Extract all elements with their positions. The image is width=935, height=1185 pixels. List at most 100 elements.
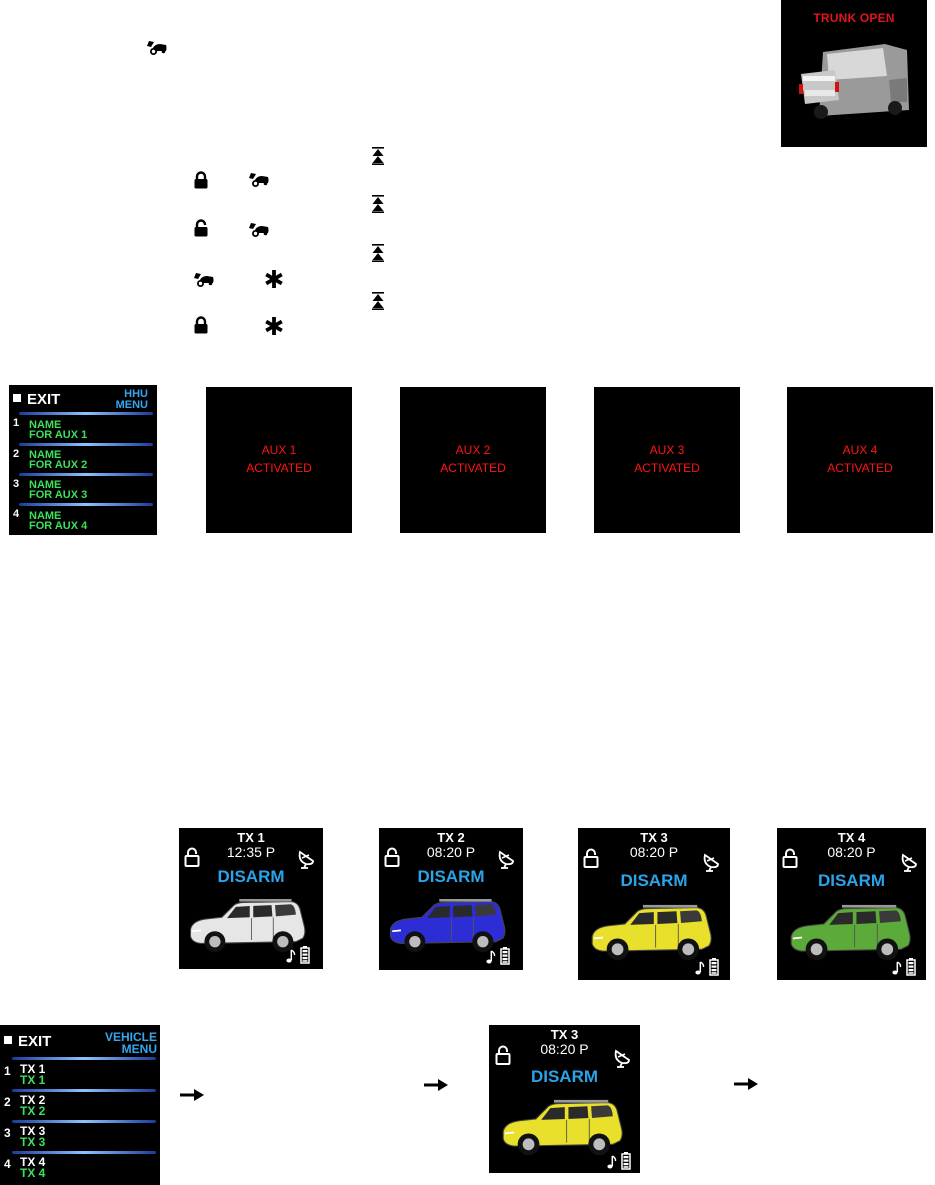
menu-item-number: 2 [13, 448, 20, 460]
menu-exit-button[interactable]: EXIT [4, 1033, 51, 1050]
menu-item-line2: TX 4 [20, 1166, 46, 1180]
trunk-icon [193, 271, 215, 287]
arm-status: DISARM [417, 867, 485, 886]
double-up-arrow-icon [372, 195, 384, 213]
satellite-dish-icon [702, 852, 720, 872]
menu-title: HHU MENU [116, 389, 148, 411]
menu-exit-label: EXIT [18, 1033, 52, 1050]
menu-title-line2: MENU [121, 1042, 157, 1056]
menu-exit-label: EXIT [27, 391, 61, 408]
right-arrow-icon [733, 1076, 759, 1092]
menu-separator [19, 473, 153, 476]
menu-item-number: 3 [13, 478, 20, 490]
music-note-icon [607, 1155, 617, 1169]
suv-image [187, 898, 309, 954]
trunk-icon [248, 221, 270, 237]
lock-icon [193, 316, 209, 334]
hhu-menu-screen: EXIT HHU MENU 1 NAME FOR AUX 1 2 NAME FO… [9, 385, 157, 535]
aux-name: AUX 3 [649, 443, 685, 457]
aux-name: AUX 1 [261, 443, 297, 457]
menu-item-line2: TX 3 [20, 1135, 46, 1149]
menu-item-line2: TX 2 [20, 1104, 46, 1118]
battery-icon [300, 946, 310, 964]
suv-rear-image [799, 44, 909, 119]
menu-item-line1: NAME [29, 419, 62, 431]
selected-vehicle-status-screen: TX 3 08:20 P DISARM [489, 1025, 640, 1173]
menu-item-number: 2 [4, 1095, 11, 1109]
suv-image [588, 904, 716, 962]
tx-3-status-screen: TX 3 08:20 P DISARM [578, 828, 730, 980]
arm-status: DISARM [217, 867, 285, 886]
unlock-icon [583, 848, 599, 868]
menu-title-line1: VEHICLE [104, 1030, 157, 1044]
menu-separator [12, 1120, 156, 1123]
menu-item-line1: TX 4 [20, 1155, 46, 1169]
tx-4-status-screen: TX 4 08:20 P DISARM [777, 828, 926, 980]
menu-separator [12, 1089, 156, 1092]
menu-item-line2: FOR AUX 4 [29, 520, 88, 532]
right-arrow-icon [423, 1077, 449, 1093]
clock-time: 12:35 P [226, 844, 276, 860]
menu-exit-button[interactable]: EXIT [13, 391, 60, 408]
tx-label: TX 4 [837, 830, 866, 845]
aux-2-activated-screen: AUX 2 ACTIVATED [400, 387, 546, 533]
aux-activated-text: AUX 3 ACTIVATED [594, 441, 740, 477]
menu-item-line2: FOR AUX 2 [29, 459, 88, 471]
right-arrow-icon [179, 1087, 205, 1103]
unlock-icon [495, 1045, 511, 1065]
aux-activated-text: AUX 2 ACTIVATED [400, 441, 546, 477]
arm-status: DISARM [817, 871, 886, 890]
satellite-dish-icon [900, 852, 918, 872]
menu-item-line2: FOR AUX 1 [29, 429, 88, 441]
aux-status: ACTIVATED [827, 461, 893, 475]
unlock-icon [384, 847, 400, 867]
trunk-icon [248, 171, 270, 187]
tx-label: TX 1 [237, 830, 265, 845]
trunk-icon [146, 39, 168, 55]
aux-asterisk-icon [264, 316, 284, 336]
menu-item-line1: NAME [29, 510, 62, 522]
menu-item-number: 4 [4, 1157, 11, 1171]
menu-separator [12, 1057, 156, 1060]
menu-item-line1: TX 2 [20, 1093, 46, 1107]
tx-label: TX 3 [640, 830, 668, 845]
unlock-icon [782, 848, 798, 868]
tx-1-status-screen: TX 1 12:35 P DISARM [179, 828, 323, 969]
clock-time: 08:20 P [426, 844, 476, 860]
tx-label: TX 3 [550, 1027, 579, 1042]
battery-icon [906, 958, 916, 976]
menu-item-line1: TX 1 [20, 1062, 46, 1076]
aux-status: ACTIVATED [440, 461, 506, 475]
arm-status: DISARM [620, 871, 688, 890]
menu-item-number: 3 [4, 1126, 11, 1140]
aux-1-activated-screen: AUX 1 ACTIVATED [206, 387, 352, 533]
double-up-arrow-icon [372, 292, 384, 310]
aux-activated-text: AUX 4 ACTIVATED [787, 441, 933, 477]
clock-time: 08:20 P [629, 844, 679, 860]
aux-3-activated-screen: AUX 3 ACTIVATED [594, 387, 740, 533]
satellite-dish-icon [497, 849, 515, 869]
vehicle-menu-screen: EXIT VEHICLE MENU 1 TX 1 TX 1 2 TX 2 TX … [0, 1025, 160, 1185]
menu-title: VEHICLE MENU [105, 1031, 157, 1055]
battery-icon [709, 958, 719, 976]
arm-status: DISARM [530, 1067, 599, 1086]
trunk-open-screen: TRUNK OPEN [781, 0, 927, 147]
suv-image [387, 898, 509, 954]
menu-item-number: 1 [4, 1064, 11, 1078]
menu-item-line1: NAME [29, 449, 62, 461]
menu-title-line1: HHU [124, 388, 148, 400]
menu-item-number: 1 [13, 417, 20, 429]
menu-separator [19, 503, 153, 506]
music-note-icon [892, 961, 902, 975]
battery-icon [500, 947, 510, 965]
clock-time: 08:20 P [540, 1041, 589, 1057]
tx-2-status-screen: TX 2 08:20 P DISARM [379, 828, 523, 970]
menu-separator [19, 443, 153, 446]
double-up-arrow-icon [372, 244, 384, 262]
aux-name: AUX 2 [455, 443, 491, 457]
suv-image [499, 1099, 627, 1157]
aux-status: ACTIVATED [634, 461, 700, 475]
menu-item-number: 4 [13, 508, 20, 520]
lock-icon [193, 171, 209, 189]
menu-item-line1: TX 3 [20, 1124, 46, 1138]
